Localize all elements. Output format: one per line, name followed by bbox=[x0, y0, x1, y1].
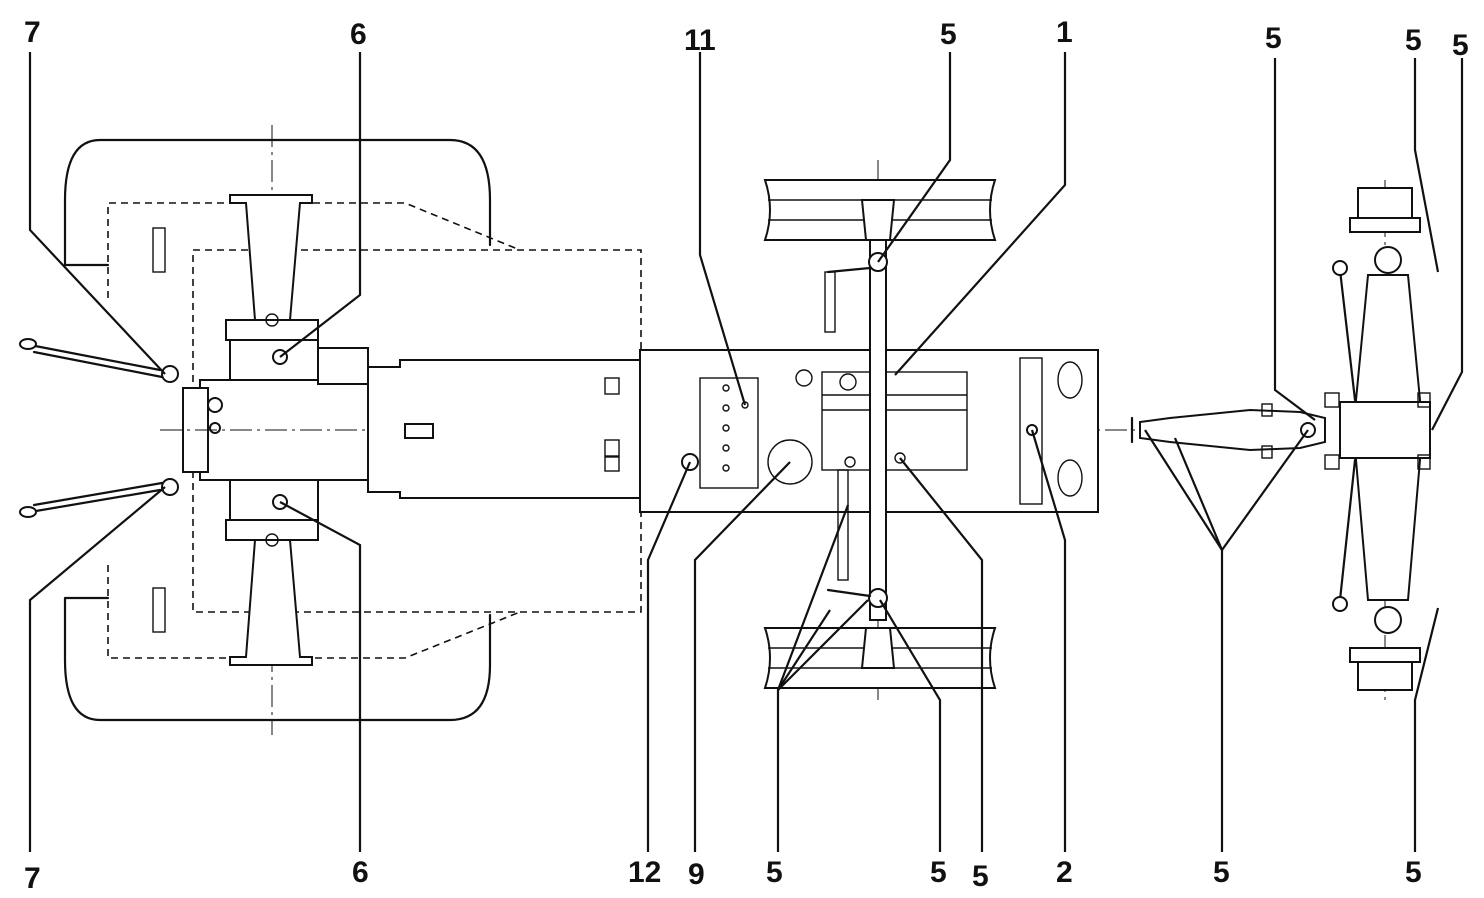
label-12-bottom: 12 bbox=[628, 856, 661, 889]
grease-point-5-steering-upper bbox=[1374, 246, 1402, 274]
label-5-top-front-wheel: 5 bbox=[940, 18, 957, 51]
label-5-bottom-shaft: 5 bbox=[1213, 856, 1230, 889]
grease-point-5-steering-lower bbox=[1374, 606, 1402, 634]
step-upper bbox=[152, 227, 166, 273]
transmission-housing bbox=[367, 359, 641, 499]
label-7-top: 7 bbox=[24, 16, 41, 49]
grease-point-5-kingpin-lower bbox=[868, 588, 888, 608]
label-5-bottom-front-link: 5 bbox=[766, 856, 783, 889]
label-5-top-steering: 5 bbox=[1405, 24, 1422, 57]
label-5-bottom-kingpin: 5 bbox=[930, 856, 947, 889]
label-11-top: 11 bbox=[684, 24, 716, 57]
step-lower bbox=[152, 587, 166, 633]
lower-link-upper bbox=[28, 343, 164, 379]
label-6-bottom: 6 bbox=[352, 856, 369, 889]
leader-lines bbox=[28, 52, 1464, 852]
label-9-bottom: 9 bbox=[688, 858, 705, 891]
front-axle-assembly bbox=[1130, 180, 1431, 700]
label-5-top-shaft: 5 bbox=[1265, 22, 1282, 55]
lower-link-lower bbox=[28, 481, 164, 514]
grease-point-9 bbox=[767, 439, 813, 485]
grease-point-7-lower bbox=[161, 478, 179, 496]
rear-axle-assembly bbox=[19, 125, 642, 735]
label-5-bottom-steering: 5 bbox=[1405, 856, 1422, 889]
front-drive-shaft bbox=[1139, 408, 1326, 452]
rear-hub-upper bbox=[229, 194, 313, 321]
rear-tire-lower bbox=[63, 596, 492, 722]
front-wheels bbox=[763, 160, 997, 700]
grease-point-7-upper bbox=[161, 365, 179, 383]
label-5-bottom-axle: 5 bbox=[972, 860, 989, 893]
rear-hub-lower bbox=[229, 539, 313, 666]
callout-labels: 7 6 11 5 1 5 5 5 7 6 12 9 5 5 5 2 5 5 bbox=[24, 16, 1469, 895]
rear-tire-upper bbox=[63, 138, 492, 267]
label-1-top: 1 bbox=[1056, 16, 1073, 49]
label-2-bottom: 2 bbox=[1056, 856, 1073, 889]
mudguard-lower-outline bbox=[107, 565, 521, 659]
label-7-bottom: 7 bbox=[24, 862, 41, 895]
label-6-top: 6 bbox=[350, 18, 367, 51]
label-5-top-axle: 5 bbox=[1452, 29, 1469, 62]
